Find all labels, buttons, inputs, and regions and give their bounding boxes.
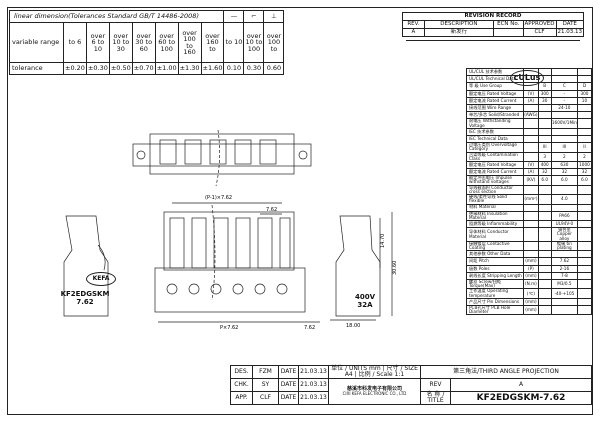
company-cell: 慈溪市科发电子有限公司 CIXI KEFA ELECTRONIC CO., LT… [328,378,421,405]
model-stamp: KF2EDGSKM 7.62 [60,290,110,306]
des-date: 21.03.13 [298,365,329,379]
revision-divider [406,40,580,41]
tech-value [576,305,593,316]
chk-date: 21.03.13 [298,378,329,392]
desc-cell: 新发行 [423,28,494,37]
app-value: CLF [252,391,279,405]
tolerance-table: linear dimension(Tolerances Standard GB/… [8,10,285,75]
rev-label: REV [420,378,451,392]
tech-row: 工作温度 Operating temperature(℃)-40-+105 [465,288,593,299]
revision-record: REVISION RECORD REV. DESCRIPTION ECN No.… [402,12,584,41]
approved-cell: CLF [522,28,557,37]
tech-value [576,257,593,266]
app-date: 21.03.13 [298,391,329,405]
dim-pitch-total: (P-1)×7.62 [205,195,232,201]
tech-row: 极数 Poles(P)2-16 [465,264,593,273]
tech-row: 额定冲击电压 Impulse withstand voltages(KV)6.0… [465,175,593,186]
dim-h1: 14.70 [380,234,386,248]
kefa-logo-icon: KEFA [86,272,116,286]
range-cell: over 60 to 100 [154,22,179,63]
front-view-body [154,267,306,313]
tolerance-value: ±1.30 [177,62,202,75]
top-view-body [132,143,312,167]
projection-cell: 第三角法/THIRD ANGLE PROJECTION [420,365,592,379]
tolerance-value: 0.60 [263,62,285,75]
top-view-slots [159,139,277,165]
rating-stamp: 400V 32A [354,293,376,309]
tech-row: 硬线/柔性导线 Solid flexible(mm²)4.0 [465,194,593,205]
front-view-fingers [169,217,291,269]
range-cell: over 10 to 100 [243,22,265,63]
date-cell: 21.03.13 [555,28,584,37]
top-view-housing [149,133,295,175]
tech-value [576,194,593,205]
tech-value [576,220,593,229]
tech-row: 间距 Pitch(mm)7.62 [465,257,593,266]
dim-total: P×7.62 [220,325,238,331]
dim-right: 7.62 [304,325,315,331]
tech-row: 剥线长度 Stripping Length(mm)7-8 [465,271,593,281]
tech-value [576,240,593,252]
tech-value: 1600V/1Min [550,118,578,129]
tech-value [537,118,552,129]
tech-value [537,240,552,252]
drawing-frame [7,7,593,415]
tech-value [576,210,593,222]
chk-date-label: DATE [278,378,299,392]
tech-value [576,250,593,259]
title-label: 名 称 / TITLE [420,391,451,405]
tech-value [537,305,552,316]
tech-value [537,257,552,266]
tech-value [537,264,552,273]
app-date-label: DATE [278,391,299,405]
part-number: KF2EDGSKM-7.62 [450,391,592,405]
tech-value [537,220,552,229]
tech-value [576,264,593,273]
tech-value [537,194,552,205]
title-block: DES. FZM DATE 21.03.13 单位 / UNITS mm | 尺… [230,365,592,405]
chk-value: SY [252,378,279,392]
tech-value [537,210,552,222]
dim-h2: 30.60 [392,261,398,275]
des-label: DES. [230,365,253,379]
range-label: variable range [9,22,64,63]
dim-pitch: 7.62 [266,207,277,213]
tolerance-block: linear dimension(Tolerances Standard GB/… [8,10,285,75]
tech-value: 3 [537,151,552,162]
tech-row: PCB孔尺寸 PCB Hole Diameter(mm) [465,305,593,316]
rev-value: A [450,378,592,392]
front-view-holes [166,283,288,295]
tech-row: 其他参数 Other Data [465,250,593,259]
tech-row: 材料 Material [465,203,593,212]
tolerance-value: ±0.20 [63,62,87,75]
tech-value: 2 [576,151,593,162]
tech-value [537,250,552,259]
tolerance-value: 0.10 [223,62,245,75]
tolerance-row-label: tolerance [9,62,64,75]
des-value: FZM [252,365,279,379]
app-label: APP. [230,391,253,405]
left-side-view [63,215,109,317]
range-cell: over 100 to [263,22,285,63]
tech-value [576,288,593,299]
des-date-label: DATE [278,365,299,379]
units-cell: 单位 / UNITS mm | 尺寸 / SIZE A4 | 比例 / Scal… [328,365,421,379]
dim-depth: 18.00 [346,323,360,329]
tech-value [537,288,552,299]
tech-value [576,118,593,129]
front-view-top [163,211,295,271]
chk-label: CHK. [230,378,253,392]
right-side-view [335,215,381,317]
tolerance-value: ±1.60 [200,62,225,75]
